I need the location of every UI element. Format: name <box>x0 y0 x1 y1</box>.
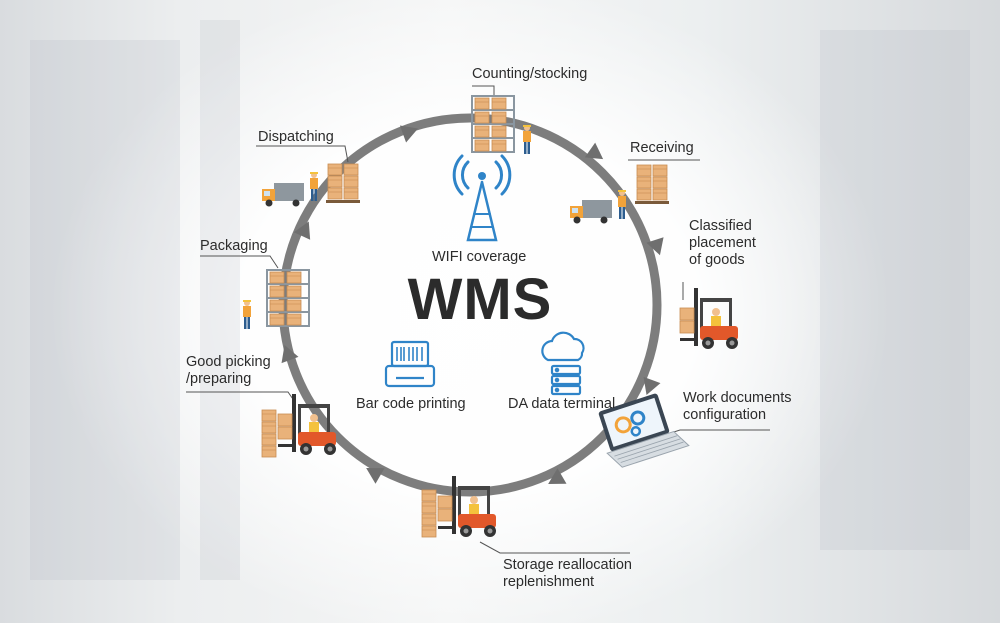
wifi-coverage-label: WIFI coverage <box>432 249 527 265</box>
step-packaging-label: Packaging <box>200 238 268 254</box>
step-storage-label: Storage reallocation replenishment <box>503 557 632 590</box>
barcode-printing-label: Bar code printing <box>356 396 466 412</box>
dispatching-illustration <box>262 163 360 207</box>
step-picking-label: Good picking /preparing <box>186 354 271 387</box>
barcode-printer-icon <box>384 340 436 388</box>
step-work-documents-label: Work documents configuration <box>683 390 792 423</box>
wms-title: WMS <box>407 267 553 332</box>
data-terminal-label: DA data terminal <box>508 396 616 412</box>
packaging-illustration <box>243 270 309 329</box>
step-dispatching-label: Dispatching <box>258 129 334 145</box>
laptop-illustration <box>598 393 690 468</box>
wifi-tower-icon <box>452 154 512 242</box>
step-counting-label: Counting/stocking <box>472 66 588 82</box>
step-receiving-label: Receiving <box>630 140 694 156</box>
cycle-arrows <box>281 125 664 484</box>
receiving-illustration <box>570 164 669 224</box>
data-terminal-icon <box>541 331 585 396</box>
step-classified-label: Classified placement of goods <box>689 218 756 268</box>
classified-forklift <box>679 287 739 350</box>
